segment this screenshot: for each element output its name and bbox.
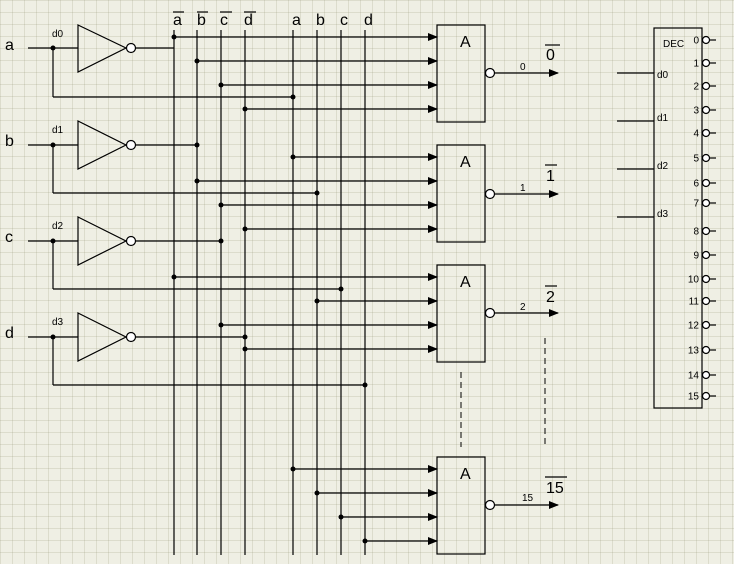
bus-label-b: b [316,12,325,29]
decoder-output-label: 5 [693,154,699,165]
decoder-output-label: 6 [693,179,699,190]
decoder-output-pin [701,226,711,236]
decoder-output-label: 1 [693,59,699,70]
inverter-label-d2: d2 [52,221,64,232]
inverter-label-d0: d0 [52,29,64,40]
inverter-label-d3: d3 [52,317,64,328]
decoder-output-label: 2 [693,82,699,93]
inverter-c [77,216,128,266]
inverters [77,24,137,362]
bus-label-a: a [292,12,301,29]
decoder-output-label: 0 [693,36,699,47]
decoder-output-label: 11 [689,297,700,308]
bus-label-c: c [340,12,348,29]
decoder-input-d0: d0 [657,70,669,81]
decoder-output-label: 4 [693,129,699,140]
decoder-output-pin [701,35,711,45]
output-number-0: 0 [520,62,526,73]
gate-labels: A A A A [460,34,471,483]
input-label-b: b [5,133,14,150]
input-label-a: a [5,37,14,54]
inverter-labels: d0 d1 d2 d3 [52,29,64,328]
decoder-title: DEC [663,39,684,50]
output-number-15: 15 [522,493,534,504]
decoder-output-pin [701,198,711,208]
output-numbers: 0 1 2 15 [520,62,534,504]
bus-label-not-b: b [197,12,206,29]
gate-outputs [495,69,559,509]
decoder-output-label: 15 [688,392,700,403]
decoder-labels: DEC d0 d1 d2 d3 [657,39,684,220]
output-number-2: 2 [520,302,526,313]
output-label-15: 15 [546,480,564,497]
decoder-output-pin [701,250,711,260]
inverter-a [77,24,128,73]
decoder-output-label: 8 [693,227,699,238]
decoder-output-pin [701,105,711,115]
gate-label-0: A [460,34,471,51]
decoder-output-pin [701,320,711,330]
decoder-output-pin [701,345,711,355]
output-labels: 0 1 2 15 [546,47,564,497]
input-label-c: c [5,229,13,246]
output-label-2: 2 [546,289,555,306]
bus-label-not-d: d [244,12,253,29]
decoder-output-pin [701,153,711,163]
gate-label-2: A [460,274,471,291]
decoder-output-pin [701,178,711,188]
input-label-d: d [5,325,14,342]
and-gates [436,24,496,555]
output-label-1: 1 [546,168,555,185]
input-labels: a b c d [5,37,14,342]
bus-label-not-c: c [220,12,228,29]
bus-labels: a b c d a b c d [173,12,373,29]
output-label-0: 0 [546,47,555,64]
gate-label-15: A [460,466,471,483]
decoder-output-label: 9 [693,251,699,262]
decoder-output-label: 3 [693,106,699,117]
decoder-output-pin [701,81,711,91]
junctions [50,34,368,544]
bus-label-d: d [364,12,373,29]
decoder-output-pin [701,370,711,380]
ellipsis-lines [460,338,546,447]
decoder-input-d3: d3 [657,209,669,220]
gate-inputs [174,33,438,545]
decoder-input-d2: d2 [657,161,669,172]
decoder-output-pin [701,274,711,284]
decoder-output-label: 14 [688,371,700,382]
decoder-input-d1: d1 [657,113,669,124]
decoder-output-pin [701,296,711,306]
inverter-d [77,312,128,362]
decoder-block [617,27,716,409]
inverter-label-d1: d1 [52,125,64,136]
inverter-b [77,120,128,170]
decoder-output-label: 7 [693,199,699,210]
decoder-output-pin [701,128,711,138]
gate-label-1: A [460,154,471,171]
output-overlines [545,44,567,478]
bus-label-not-a: a [173,12,182,29]
decoder-output-pin [701,391,711,401]
decoder-output-label: 13 [688,346,700,357]
decoder-output-label: 10 [688,275,700,286]
output-number-1: 1 [520,183,526,194]
decoder-output-label: 12 [688,321,700,332]
decoder-output-pin [701,58,711,68]
